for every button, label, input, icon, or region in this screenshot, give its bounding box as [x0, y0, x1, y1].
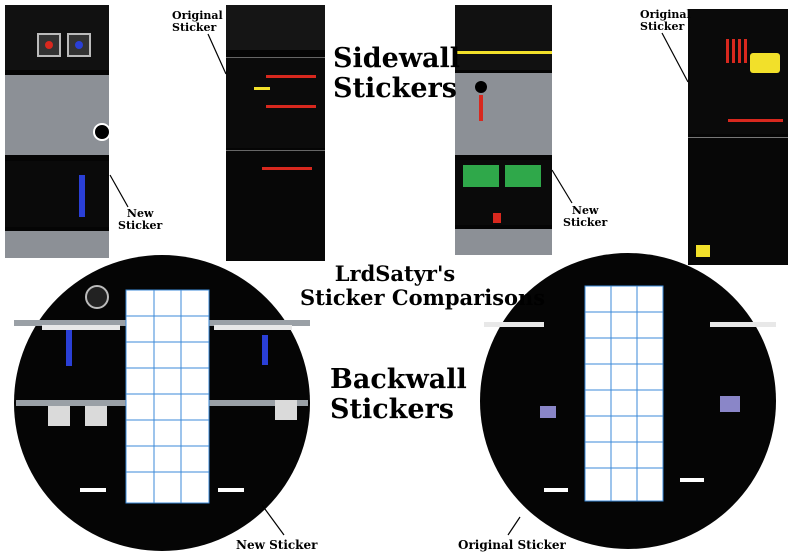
round-dial [93, 123, 111, 141]
window-grid-lines [585, 286, 663, 501]
purple-panel [540, 406, 556, 418]
heading-credit: LrdSatyr's Sticker Comparisons [300, 261, 546, 310]
pointer-new-bottom [261, 504, 285, 536]
round-dial [475, 81, 487, 93]
white-strip [42, 325, 120, 330]
white-slot [218, 488, 244, 492]
sidewall-original-sticker-panel-left [226, 5, 325, 261]
white-slot [680, 478, 704, 482]
green-display [505, 165, 541, 187]
pointer-original-right [661, 32, 689, 83]
red-light-row [262, 167, 312, 170]
red-light-grid [726, 39, 750, 63]
callout-new-sticker-bottom: New Sticker [236, 538, 318, 552]
white-strip [214, 325, 292, 330]
round-gauge [85, 285, 109, 309]
red-block [493, 213, 501, 223]
red-indicator [479, 95, 483, 121]
callout-lines [109, 32, 689, 536]
panel-section-bottom [455, 229, 552, 255]
backwall-new-sticker [14, 255, 310, 551]
green-display [463, 165, 499, 187]
panel-section-gray [455, 73, 552, 155]
sidewall-new-sticker-panel-left [5, 5, 111, 258]
callout-original-sticker-left: Original Sticker [172, 9, 223, 34]
pointer-original-left [207, 33, 227, 75]
panel-section-mid [226, 57, 325, 148]
vent-grid [48, 406, 70, 426]
blue-block [66, 330, 72, 366]
panel-section-bottom [5, 231, 109, 258]
vent-grid [275, 400, 297, 420]
pointer-new-right [551, 169, 573, 204]
window-grid-lines [126, 290, 209, 503]
pointer-new-left [109, 174, 129, 208]
yellow-strip [254, 87, 270, 90]
white-slot [80, 488, 106, 492]
red-light-row [266, 75, 316, 78]
yellow-block [696, 245, 710, 257]
heading-sidewall: Sidewall Stickers [333, 43, 461, 104]
white-slot [544, 488, 568, 492]
pointer-original-bottom [507, 516, 521, 536]
dual-gauge-blue [67, 33, 91, 57]
sidewall-original-sticker-panel-right [688, 9, 788, 265]
panel-section-gray [5, 75, 109, 155]
callout-new-sticker-right: New Sticker [563, 204, 608, 229]
yellow-strip [455, 51, 552, 54]
callout-original-sticker-right: Original Sticker [640, 8, 691, 33]
red-light-row [728, 119, 783, 122]
vent-grid [85, 406, 107, 426]
window-grid [125, 289, 210, 504]
panel-section-mid [5, 161, 109, 227]
panel-section-bottom [688, 137, 788, 265]
panel-section-top [455, 5, 552, 70]
white-strip [484, 322, 544, 327]
blue-block [262, 335, 268, 365]
yellow-warning-block [750, 53, 780, 73]
sidewall-new-sticker-panel-right [455, 5, 552, 255]
heading-backwall: Backwall Stickers [330, 364, 467, 425]
purple-panel [720, 396, 740, 412]
white-strip [710, 322, 776, 327]
callout-new-sticker-left: New Sticker [118, 207, 163, 232]
callout-original-sticker-bottom: Original Sticker [458, 538, 566, 552]
dual-gauge-red [37, 33, 61, 57]
window-grid [584, 285, 664, 502]
backwall-original-sticker [480, 253, 776, 549]
panel-section-top [226, 5, 325, 50]
blue-block [79, 175, 85, 217]
red-light-row [266, 105, 316, 108]
